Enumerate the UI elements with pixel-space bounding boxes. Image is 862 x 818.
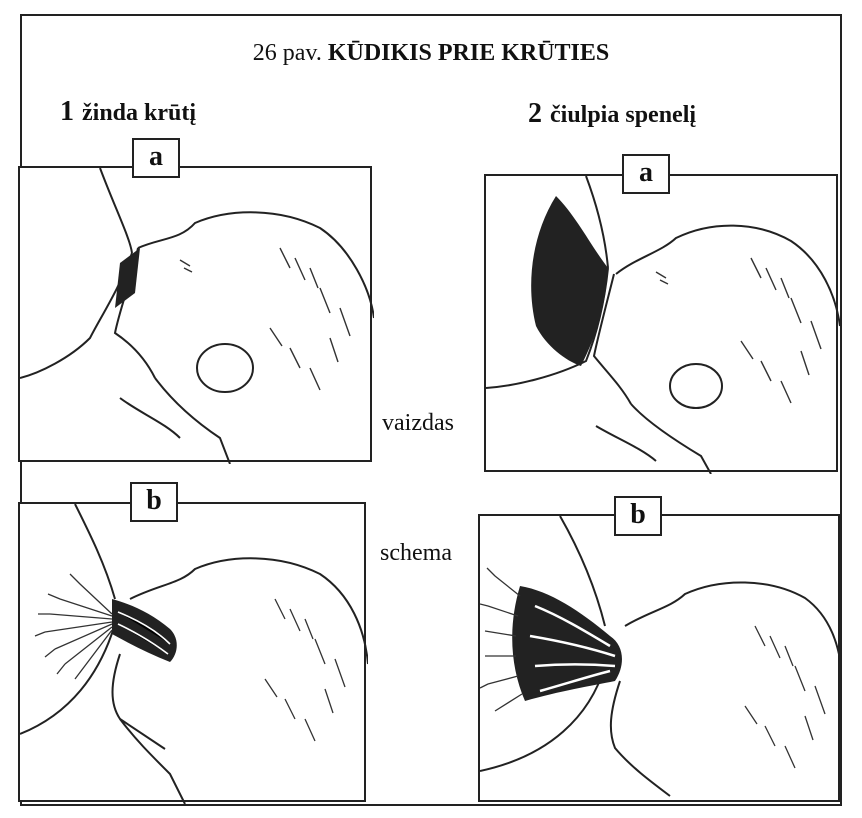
figure-number: 26 pav. <box>253 40 322 66</box>
figure-caption: KŪDIKIS PRIE KRŪTIES <box>328 40 609 66</box>
panel-1a: a <box>18 166 372 462</box>
label-vaizdas: vaizdas <box>382 410 454 437</box>
panel-2a-tag: a <box>622 154 670 194</box>
column-1-heading: 1 žinda krūtį <box>60 96 196 128</box>
panel-2b-illustration <box>480 516 842 804</box>
panel-1b: b <box>18 502 366 802</box>
column-1-number: 1 <box>60 96 74 127</box>
panel-1b-illustration <box>20 504 368 804</box>
figure-title: 26 pav. KŪDIKIS PRIE KRŪTIES <box>0 40 862 67</box>
panel-1a-illustration <box>20 168 374 464</box>
column-2-number: 2 <box>528 98 542 129</box>
panel-2b-tag: b <box>614 496 662 536</box>
label-schema: schema <box>380 540 452 567</box>
panel-2a: a <box>484 174 838 472</box>
panel-2b: b <box>478 514 840 802</box>
column-2-label: čiulpia spenelį <box>550 102 696 128</box>
panel-1a-tag: a <box>132 138 180 178</box>
column-1-label: žinda krūtį <box>82 100 196 126</box>
panel-2a-illustration <box>486 176 840 474</box>
panel-1b-tag: b <box>130 482 178 522</box>
column-2-heading: 2 čiulpia spenelį <box>528 98 696 130</box>
